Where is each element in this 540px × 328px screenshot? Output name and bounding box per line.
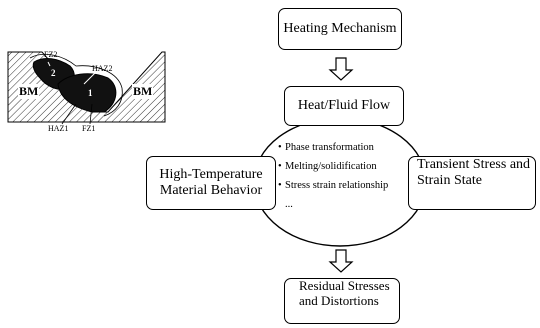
residual-line2: and Distortions [299,292,379,308]
high-temp-line2: Material Behavior [159,183,263,198]
weld-cross-section [7,51,166,125]
box-heat-fluid-flow: Heat/Fluid Flow [284,86,404,126]
arrow-heating-to-flow [328,57,354,81]
list-item: ... [285,199,293,210]
list-item: •Melting/solidification [278,161,377,172]
haz-outline [29,53,123,117]
transient-line1: Transient Stress and [417,157,531,172]
fz1-leader [89,103,93,125]
box-heating-mechanism: Heating Mechanism [278,8,402,50]
box-transient-stress-strain: Transient Stress and Strain State [408,156,536,210]
box-residual-stresses: Residual Stresses and Distortions [284,278,400,324]
label-haz2: HAZ2 [92,64,113,73]
label-zone-1: 1 [88,88,93,98]
list-item: •Stress strain relationship [278,180,389,191]
arrow-ellipse-to-residual [328,249,354,273]
ellipse-item-list: •Phase transformation •Melting/solidific… [278,138,388,214]
residual-line1: Residual Stresses [299,278,390,293]
haz1-leader [61,103,77,125]
fz2-leader [47,61,51,67]
label-zone-2: 2 [51,68,56,78]
label-haz1: HAZ1 [48,124,69,133]
heating-mechanism-label: Heating Mechanism [283,20,397,36]
list-item: •Phase transformation [278,142,374,153]
high-temp-line1: High-Temperature [159,166,263,182]
haz2-leader [83,71,97,85]
box-high-temperature-behavior: High-Temperature Material Behavior [146,156,276,210]
label-fz2: FZ2 [44,50,58,59]
transient-line2: Strain State [417,173,482,189]
label-bm-right: BM [132,84,154,99]
heat-fluid-flow-label: Heat/Fluid Flow [297,97,391,113]
label-fz1: FZ1 [82,124,96,133]
weld-pass-1 [57,73,117,113]
label-bm-left: BM [18,84,40,99]
